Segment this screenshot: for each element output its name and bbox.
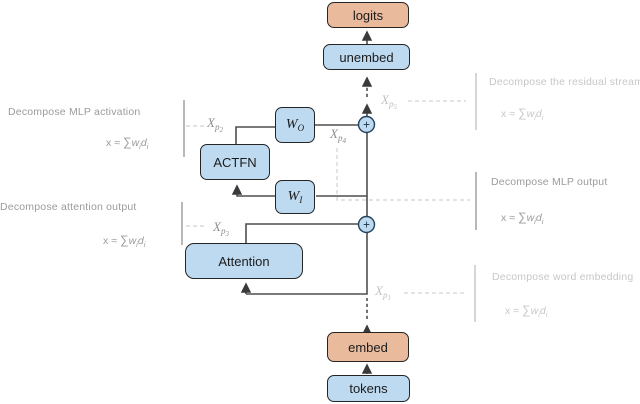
node-attention: Attention [185,243,303,279]
formula-mlp-activation: x≈∑widi [106,135,149,152]
annotation-dashed-connectors [186,100,470,294]
patch-label-xp1: Xp1 [375,283,391,302]
xp4-dashed-connector [336,148,470,201]
attention-out [245,223,358,243]
formula-residual-stream: x≈∑widi [501,106,544,123]
wo-label: WO [285,117,305,133]
sum-circle-bottom [357,215,376,234]
plus-icon: + [363,118,370,132]
node-embed: embed [327,332,409,362]
actfn-to-wo [235,126,275,144]
patch-label-xp4: Xp4 [330,126,346,145]
patch-label-xp2: Xp2 [207,115,223,134]
wi-label: WI [287,189,303,205]
node-unembed: unembed [323,44,410,70]
node-wi: WI [275,180,315,214]
annotation-residual-stream: Decompose the residual stream [489,76,640,88]
plus-icon: + [363,218,370,232]
wi-to-actfn [231,184,275,197]
formula-word-embedding: x≈∑widi [505,303,548,320]
annotation-word-embedding: Decompose word embedding [492,271,634,283]
patch-label-xp3: Xp3 [213,219,229,238]
sum-nodes: + + [357,115,376,234]
flow-lines [231,30,373,374]
sum-circle-top [357,115,376,134]
annotation-mlp-activation: Decompose MLP activation [8,106,141,118]
residual-branch-to-attention [246,233,368,295]
annotation-attention-output: Decompose attention output [0,201,137,213]
formula-attention-output: x≈∑widi [103,233,146,250]
patch-label-xp5: Xp5 [381,92,397,111]
annotation-mlp-output: Decompose MLP output [491,176,608,188]
node-wo: WO [275,107,315,143]
node-logits: logits [327,2,409,28]
node-tokens: tokens [327,375,410,402]
annotation-brackets [181,73,477,322]
node-actfn: ACTFN [200,144,270,180]
formula-mlp-output: x≈∑widi [501,210,544,227]
